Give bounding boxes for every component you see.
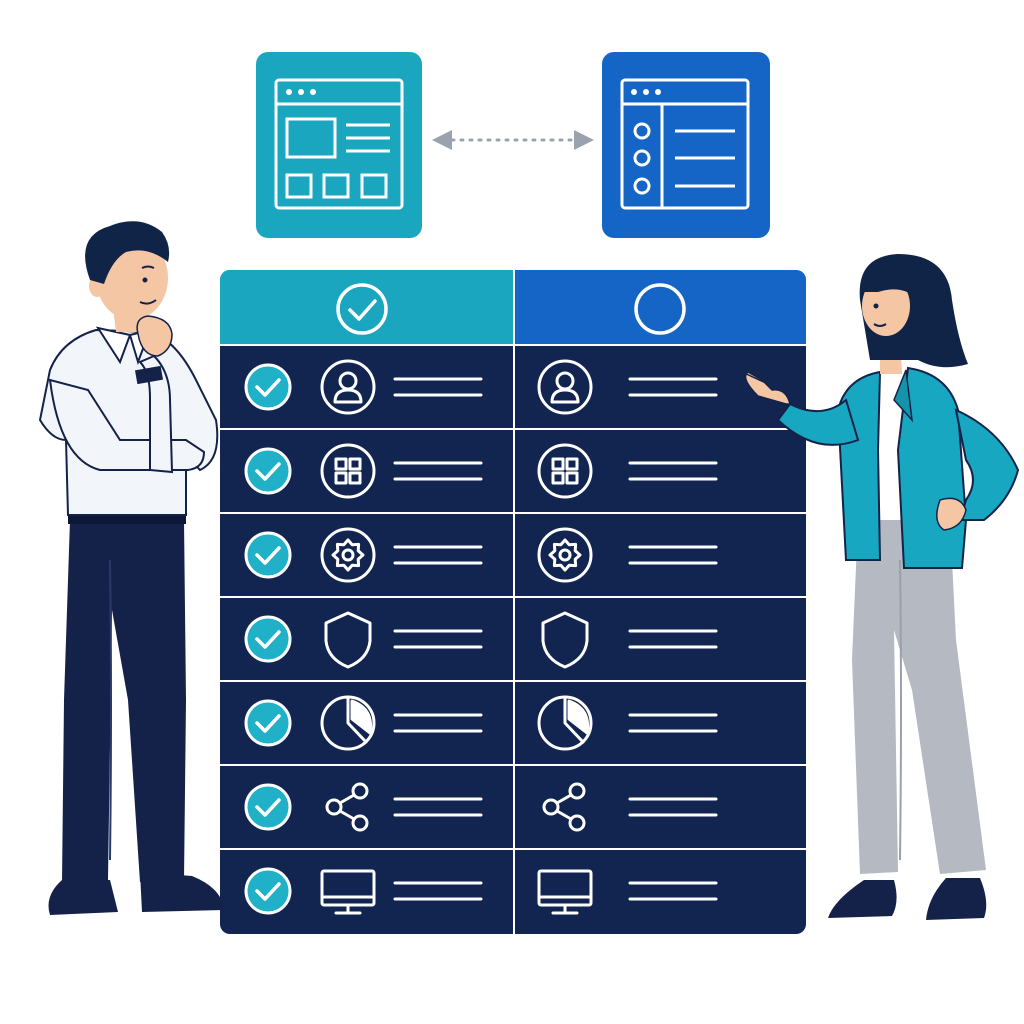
text-lines bbox=[393, 461, 483, 481]
cell-left bbox=[244, 695, 483, 751]
text-lines bbox=[393, 881, 483, 901]
comparison-table bbox=[220, 270, 806, 934]
text-lines bbox=[628, 629, 718, 649]
grid-layout-window-icon bbox=[274, 78, 404, 210]
check-badge-icon bbox=[244, 615, 292, 663]
monitor-icon bbox=[537, 869, 593, 915]
text-lines bbox=[628, 797, 718, 817]
table-row bbox=[244, 782, 718, 832]
shield-icon bbox=[541, 611, 589, 669]
pie-chart-icon bbox=[320, 695, 376, 751]
table-row bbox=[244, 611, 718, 669]
table-row bbox=[244, 443, 718, 499]
woman-pointing bbox=[741, 254, 1020, 920]
table-row bbox=[244, 359, 718, 415]
text-lines bbox=[628, 881, 718, 901]
user-icon bbox=[537, 359, 593, 415]
man-thinking bbox=[38, 221, 224, 915]
apps-grid-icon bbox=[320, 443, 376, 499]
header-right bbox=[514, 270, 806, 345]
table-rows bbox=[244, 359, 718, 915]
pie-chart-icon bbox=[537, 695, 593, 751]
check-badge-icon bbox=[244, 447, 292, 495]
text-lines bbox=[628, 713, 718, 733]
text-lines bbox=[628, 377, 718, 397]
cell-right bbox=[537, 527, 718, 583]
check-badge-icon bbox=[244, 699, 292, 747]
shield-icon bbox=[324, 611, 372, 669]
text-lines bbox=[393, 545, 483, 565]
cell-left bbox=[244, 527, 483, 583]
share-icon bbox=[325, 782, 369, 832]
text-lines bbox=[628, 461, 718, 481]
text-lines bbox=[393, 629, 483, 649]
window-grid-layout bbox=[256, 52, 422, 238]
gear-icon bbox=[537, 527, 593, 583]
cell-left bbox=[244, 782, 483, 832]
cell-right bbox=[541, 611, 718, 669]
check-badge-icon bbox=[244, 531, 292, 579]
cell-right bbox=[537, 695, 718, 751]
check-circle-icon bbox=[336, 283, 388, 335]
cell-right bbox=[537, 359, 718, 415]
cell-right bbox=[537, 443, 718, 499]
list-layout-window-icon bbox=[620, 78, 750, 210]
cell-left bbox=[244, 359, 483, 415]
user-icon bbox=[320, 359, 376, 415]
check-badge-icon bbox=[244, 363, 292, 411]
double-arrow-icon bbox=[432, 130, 594, 150]
share-icon bbox=[542, 782, 586, 832]
check-badge-icon bbox=[244, 783, 292, 831]
cell-left bbox=[244, 867, 483, 915]
text-lines bbox=[393, 797, 483, 817]
monitor-icon bbox=[320, 869, 376, 915]
text-lines bbox=[393, 713, 483, 733]
gear-icon bbox=[320, 527, 376, 583]
row-dividers bbox=[220, 270, 806, 934]
text-lines bbox=[628, 545, 718, 565]
table-row bbox=[244, 695, 718, 751]
window-list-layout bbox=[602, 52, 770, 238]
cell-left bbox=[244, 611, 483, 669]
cell-right bbox=[542, 782, 718, 832]
cell-left bbox=[244, 443, 483, 499]
apps-grid-icon bbox=[537, 443, 593, 499]
empty-circle-icon bbox=[634, 283, 686, 335]
text-lines bbox=[393, 377, 483, 397]
table-row bbox=[244, 527, 718, 583]
table-row bbox=[244, 867, 718, 915]
cell-right bbox=[537, 869, 718, 915]
check-badge-icon bbox=[244, 867, 292, 915]
